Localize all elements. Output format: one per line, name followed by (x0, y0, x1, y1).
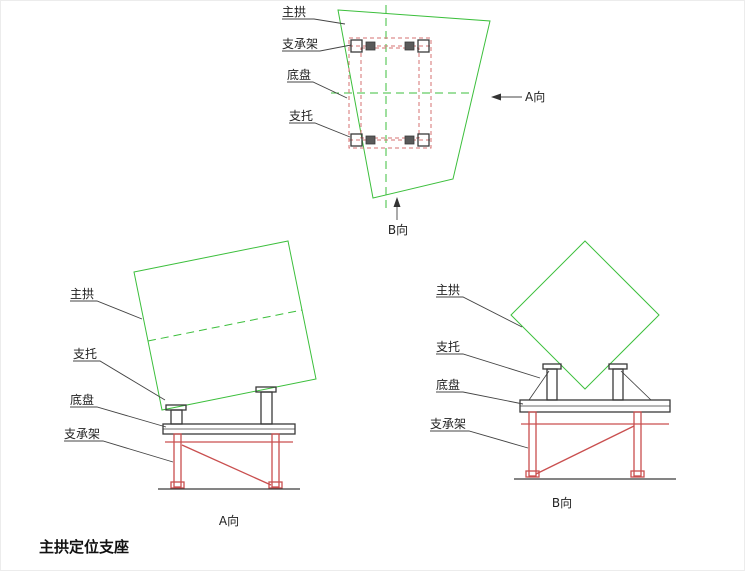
leader-line (73, 360, 166, 401)
arrow-left-icon (491, 93, 501, 101)
plan-label-bracket: 支托 (289, 109, 313, 123)
view-b-bracket-right (612, 368, 624, 401)
view-b-frame-foot-left (525, 470, 540, 478)
view-b-bracket-cap-left (542, 363, 562, 370)
leader-line (430, 430, 529, 449)
bracket-plate (404, 135, 415, 145)
leader-line (70, 300, 143, 320)
view-a-frame-foot-left (170, 481, 185, 489)
leader-line (70, 406, 167, 428)
view-b-caption: B向 (552, 495, 572, 510)
view-b-label-support-frame: 支承架 (430, 417, 466, 431)
view-b-label-main-arch: 主拱 (436, 283, 460, 297)
view-a-bracket-left (170, 409, 183, 425)
leader-line (282, 44, 352, 52)
bracket-plate (417, 133, 430, 147)
leader-line (436, 353, 541, 379)
view-b-frame-foot-right (630, 470, 645, 478)
view-a-marker: A向 (525, 89, 545, 104)
plan-main-arch-outline (337, 9, 491, 199)
view-a-label-bracket: 支托 (73, 347, 97, 361)
bracket-plate (350, 133, 363, 147)
view-b-frame-diagonal (535, 425, 635, 475)
view-a-frame-diagonal (181, 444, 272, 486)
view-a-frame-leg-left (173, 433, 182, 488)
view-a-caption: A向 (219, 513, 239, 528)
bracket-plate (417, 39, 430, 53)
view-a-label-base-plate: 底盘 (70, 392, 94, 407)
view-a-arch-centerline (147, 309, 303, 342)
leader-line (282, 18, 346, 25)
view-b-gusset-right (620, 370, 652, 401)
leader-line (64, 440, 174, 463)
plan-label-base-plate: 底盘 (287, 67, 311, 82)
view-a-bracket-right (260, 391, 273, 425)
bracket-plate (365, 135, 376, 145)
view-b-marker: B向 (388, 222, 408, 237)
view-b-frame-leg-right (633, 411, 642, 477)
view-direction-a: A向 (491, 89, 545, 104)
view-b-label-base-plate: 底盘 (436, 377, 460, 392)
view-direction-b: B向 (388, 197, 408, 237)
leader-line (287, 81, 348, 99)
view-a-frame-leg-right (271, 433, 280, 488)
drawing-title: 主拱定位支座 (39, 538, 129, 556)
view-b: 主拱 支托 底盘 支承架 B向 (430, 240, 676, 510)
plan-label-main-arch: 主拱 (282, 5, 306, 19)
leader-line (436, 296, 523, 328)
plan-frame-hidden (360, 47, 420, 139)
arrow-up-icon (393, 197, 401, 207)
bracket-plate (404, 41, 415, 51)
leader-line (436, 391, 524, 405)
view-b-bracket-left (546, 368, 558, 401)
view-b-bracket-cap-right (608, 363, 628, 370)
view-a-label-main-arch: 主拱 (70, 287, 94, 301)
plan-label-support-frame: 支承架 (282, 37, 318, 51)
bracket-plate (365, 41, 376, 51)
view-b-gusset-left (528, 370, 550, 401)
view-b-main-arch (510, 240, 660, 390)
leader-line (289, 122, 351, 138)
view-a: 主拱 支托 底盘 支承架 A向 (64, 240, 317, 528)
bracket-plate (350, 39, 363, 53)
view-b-label-bracket: 支托 (436, 340, 460, 354)
view-a-label-support-frame: 支承架 (64, 427, 100, 441)
view-a-main-arch (133, 240, 317, 411)
plan-view: 主拱 支承架 底盘 支托 A向 B向 (282, 5, 545, 237)
plan-base-plate-hidden (348, 37, 432, 149)
view-a-frame-foot-right (268, 481, 283, 489)
view-b-frame-leg-left (528, 411, 537, 477)
